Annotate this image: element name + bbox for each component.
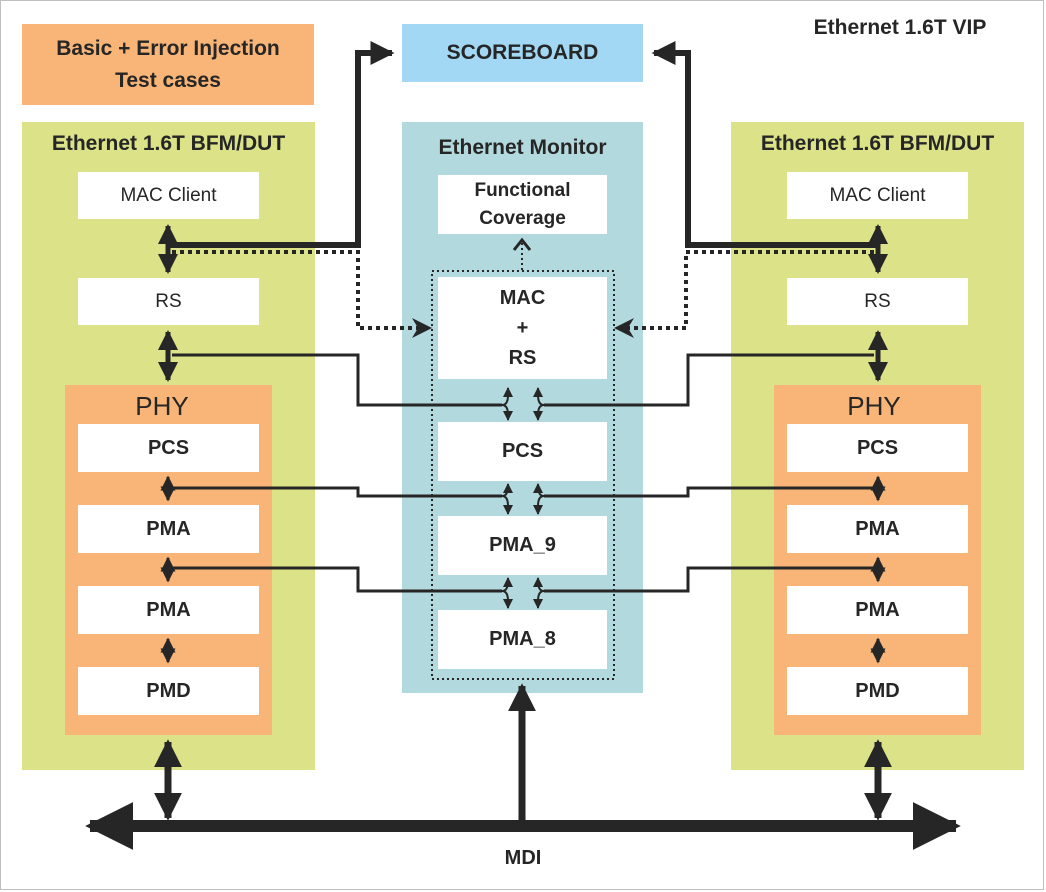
left-to-monitor-dotted bbox=[172, 250, 420, 330]
mac-rs-line3: RS bbox=[508, 347, 537, 369]
monitor-title: Ethernet Monitor bbox=[438, 136, 607, 159]
left-phy-title: PHY bbox=[135, 391, 189, 421]
monitor-pma9-box[interactable]: PMA_9 bbox=[438, 516, 607, 575]
right-pmd-box[interactable]: PMD bbox=[787, 667, 968, 715]
scoreboard-box[interactable]: SCOREBOARD bbox=[402, 24, 643, 82]
right-monitor-arrow-icon bbox=[614, 318, 634, 338]
testcases-line2: Test cases bbox=[115, 68, 221, 92]
left-mac-client-box[interactable]: MAC Client bbox=[78, 172, 259, 219]
mdi-label: MDI bbox=[504, 847, 542, 869]
testcases-line1: Basic + Error Injection bbox=[56, 36, 280, 60]
right-rs-tap-wire bbox=[544, 353, 874, 407]
functional-coverage-box[interactable]: Functional Coverage bbox=[438, 175, 607, 234]
right-pcs-box[interactable]: PCS bbox=[787, 424, 968, 472]
left-pcs-tap-wire bbox=[172, 486, 502, 498]
right-pma-tap-wire bbox=[544, 566, 874, 593]
right-phy-title: PHY bbox=[847, 391, 901, 421]
left-pmd-box[interactable]: PMD bbox=[78, 667, 259, 715]
monitor-pcs-box[interactable]: PCS bbox=[438, 422, 607, 481]
left-to-scoreboard-wire[interactable] bbox=[168, 41, 395, 248]
coverage-line2: Coverage bbox=[479, 207, 566, 229]
mac-rs-line1: MAC bbox=[499, 287, 546, 309]
left-bfm-title: Ethernet 1.6T BFM/DUT bbox=[51, 132, 286, 155]
right-pma-lower-box[interactable]: PMA bbox=[787, 586, 968, 634]
monitor-probe-boundary bbox=[431, 270, 615, 680]
monitor-mac-rs-box[interactable]: MAC + RS bbox=[438, 277, 607, 379]
mac-rs-line2: + bbox=[516, 317, 529, 339]
monitor-pma8-box[interactable]: PMA_8 bbox=[438, 610, 607, 669]
monitor-split-arrows bbox=[501, 387, 545, 609]
right-pma-upper-box[interactable]: PMA bbox=[787, 505, 968, 553]
right-bfm-title: Ethernet 1.6T BFM/DUT bbox=[760, 132, 995, 155]
left-monitor-arrow-icon bbox=[412, 318, 432, 338]
coverage-arrow-icon bbox=[512, 237, 532, 251]
right-rs-box[interactable]: RS bbox=[787, 278, 968, 325]
right-mac-client-box[interactable]: MAC Client bbox=[787, 172, 968, 219]
diagram-title: Ethernet 1.6T VIP bbox=[813, 16, 987, 39]
right-to-monitor-dotted bbox=[626, 250, 874, 330]
right-to-scoreboard-wire[interactable] bbox=[651, 41, 878, 248]
left-rs-tap-wire bbox=[172, 353, 502, 407]
right-pcs-tap-wire bbox=[544, 486, 874, 498]
left-pcs-box[interactable]: PCS bbox=[78, 424, 259, 472]
left-rs-box[interactable]: RS bbox=[78, 278, 259, 325]
left-pma-tap-wire bbox=[172, 566, 502, 593]
left-pma-lower-box[interactable]: PMA bbox=[78, 586, 259, 634]
left-pma-upper-box[interactable]: PMA bbox=[78, 505, 259, 553]
testcases-box[interactable]: Basic + Error Injection Test cases bbox=[22, 24, 314, 105]
coverage-line1: Functional bbox=[474, 179, 571, 201]
